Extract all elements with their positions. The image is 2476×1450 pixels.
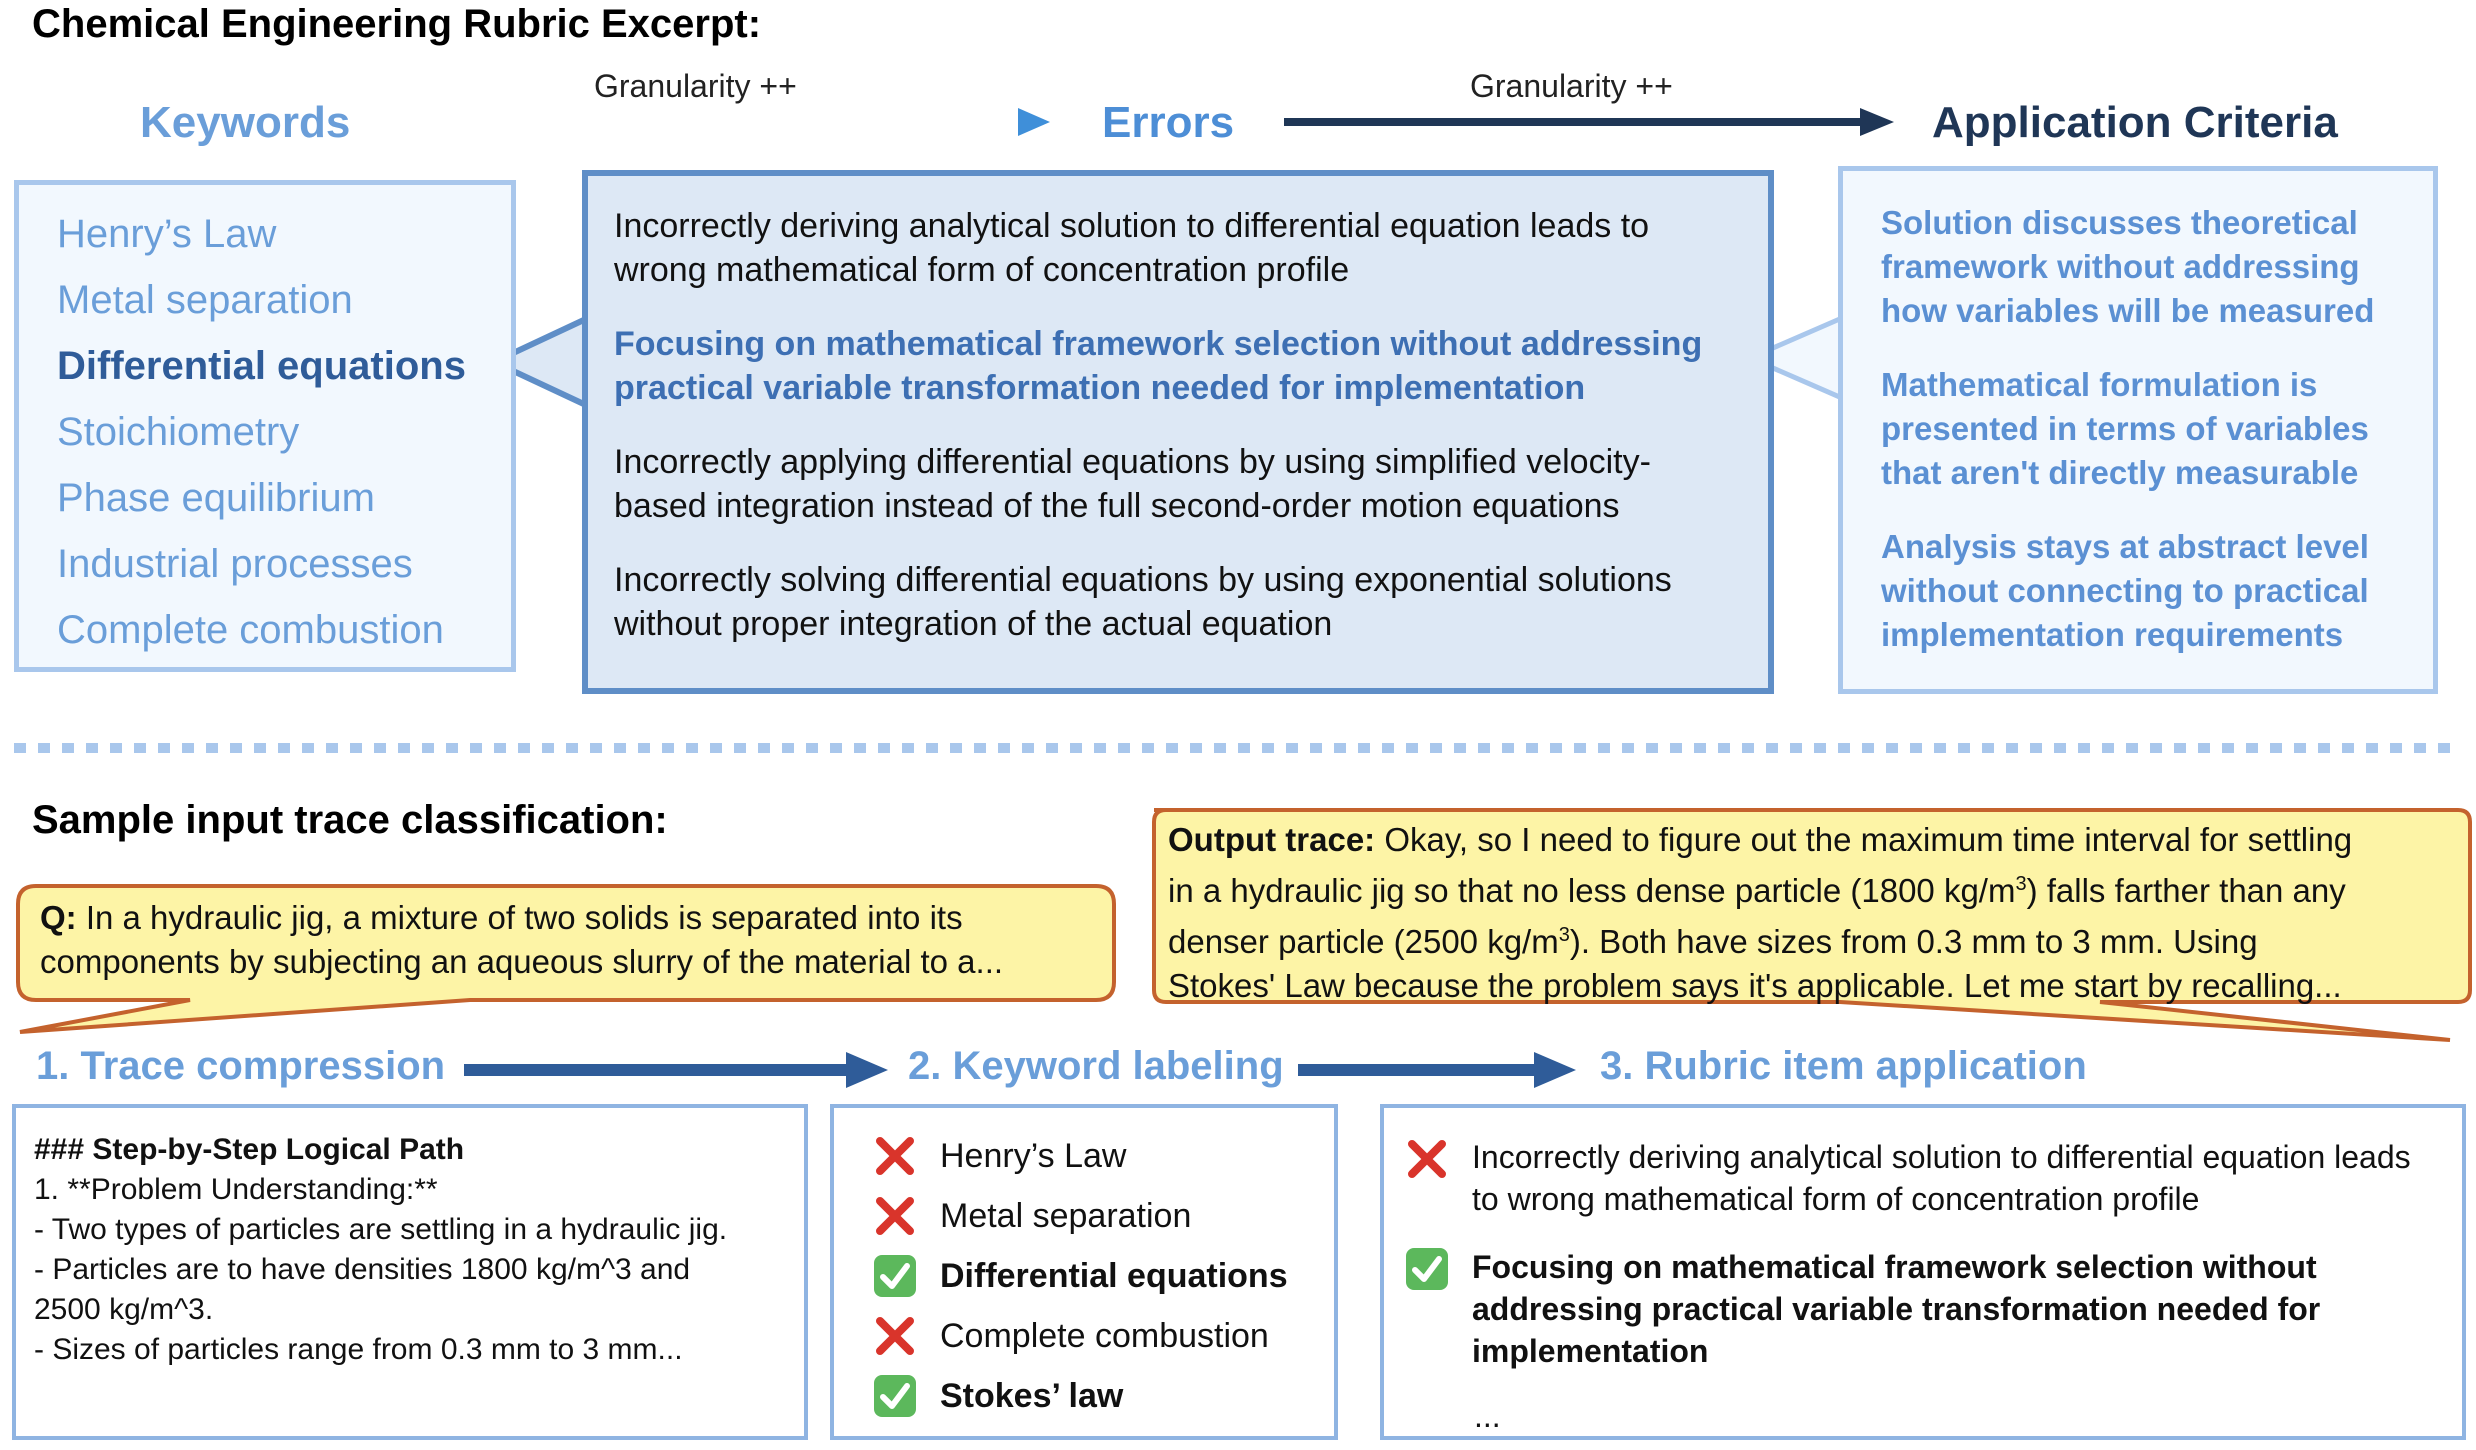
keyword-label-text: Differential equations [940, 1256, 1288, 1295]
keyword-label-row: Differential equations [872, 1246, 1334, 1306]
keyword-item: Phase equilibrium [57, 476, 375, 520]
keyword-item: Differential equations [57, 344, 466, 388]
step-arrowhead-2 [1534, 1052, 1576, 1088]
keywords-heading: Keywords [140, 98, 351, 147]
rubric-title: Chemical Engineering Rubric Excerpt: [32, 2, 762, 46]
check-icon [874, 1375, 916, 1417]
keyword-item: Complete combustion [57, 608, 444, 652]
output-trace-line-2a: in a hydraulic jig so that no less dense… [1168, 872, 2016, 909]
check-icon [874, 1255, 916, 1297]
trace-line: - Two types of particles are settling in… [34, 1213, 728, 1246]
output-trace-sup-1: 3 [2015, 873, 2027, 895]
output-trace-line-3a: denser particle (2500 kg/m [1168, 923, 1559, 960]
granularity-label-2: Granularity ++ [1470, 68, 1673, 104]
question-bubble [16, 884, 1116, 1034]
error-item: Incorrectly applying differential equati… [614, 443, 1651, 525]
trace-lines: 1. **Problem Understanding:** - Two types… [34, 1170, 804, 1370]
keyword-label-text: Stokes’ law [940, 1376, 1124, 1415]
rubric-application-list: Incorrectly deriving analytical solution… [1384, 1108, 2462, 1372]
question-text: Q: In a hydraulic jig, a mixture of two … [40, 896, 1100, 984]
section2-title: Sample input trace classification: [32, 798, 668, 842]
keyword-item: Metal separation [57, 278, 353, 322]
rubric-application-box: Incorrectly deriving analytical solution… [1380, 1104, 2466, 1440]
keyword-item: Stoichiometry [57, 410, 300, 454]
step-3-title: 3. Rubric item application [1600, 1044, 2087, 1088]
output-trace-label: Output trace: [1168, 821, 1376, 858]
criteria-item: Mathematical formulation is presented in… [1881, 366, 2369, 491]
trace-line: - Sizes of particles range from 0.3 mm t… [34, 1333, 683, 1366]
granularity-label-1: Granularity ++ [594, 68, 797, 104]
errors-box: Incorrectly deriving analytical solution… [582, 170, 1774, 694]
keyword-label-row: Henry’s Law [872, 1126, 1334, 1186]
rubric-application-row: Focusing on mathematical framework selec… [1404, 1246, 2442, 1372]
trace-line: 2500 kg/m^3. [34, 1293, 214, 1326]
trace-line: - Particles are to have densities 1800 k… [34, 1253, 691, 1286]
step-arrowhead-1 [846, 1052, 888, 1088]
step-1-title: 1. Trace compression [36, 1044, 446, 1088]
criteria-item: Analysis stays at abstract level without… [1881, 528, 2369, 653]
question-label: Q: [40, 899, 77, 936]
errors-heading: Errors [1102, 98, 1235, 147]
keyword-label-text: Complete combustion [940, 1316, 1269, 1355]
question-line-1: In a hydraulic jig, a mixture of two sol… [76, 899, 963, 936]
check-icon [1406, 1248, 1448, 1290]
cross-icon [876, 1137, 914, 1175]
trace-compression-box: ### Step-by-Step Logical Path 1. **Probl… [12, 1104, 808, 1440]
question-line-2: components by subjecting an aqueous slur… [40, 943, 1004, 980]
keyword-label-text: Metal separation [940, 1196, 1192, 1235]
keyword-label-row: Stokes’ law [872, 1366, 1334, 1426]
keyword-label-row: Complete combustion [872, 1306, 1334, 1366]
output-trace-text: Output trace: Okay, so I need to figure … [1168, 818, 2458, 1008]
criteria-box: Solution discusses theoretical framework… [1838, 166, 2438, 694]
cross-icon [876, 1317, 914, 1355]
output-trace-line-3b: ). Both have sizes from 0.3 mm to 3 mm. … [1569, 923, 2258, 960]
criteria-item: Solution discusses theoretical framework… [1881, 204, 2375, 329]
keyword-item: Industrial processes [57, 542, 413, 586]
rubric-application-text: Incorrectly deriving analytical solution… [1472, 1139, 2411, 1217]
step-2-title: 2. Keyword labeling [908, 1044, 1284, 1088]
output-trace-bubble [1152, 808, 2472, 1042]
cross-icon [876, 1197, 914, 1235]
error-item: Focusing on mathematical framework selec… [614, 325, 1703, 407]
granularity-arrowhead-1 [1018, 108, 1050, 136]
error-item: Incorrectly solving differential equatio… [614, 561, 1672, 643]
error-item: Incorrectly deriving analytical solution… [614, 207, 1650, 289]
granularity-arrowhead-2 [1860, 108, 1894, 136]
output-trace-sup-2: 3 [1558, 924, 1570, 946]
cross-icon [1408, 1140, 1446, 1178]
rubric-application-row: Incorrectly deriving analytical solution… [1404, 1136, 2442, 1220]
rubric-ellipsis: ... [1474, 1398, 1501, 1434]
keyword-item: Henry’s Law [57, 212, 277, 256]
trace-heading: ### Step-by-Step Logical Path [34, 1133, 465, 1166]
output-trace-line-1: Okay, so I need to figure out the maximu… [1375, 821, 2353, 858]
output-trace-line-4: Stokes' Law because the problem says it'… [1168, 967, 2342, 1004]
errors-list: Incorrectly deriving analytical solution… [588, 176, 1768, 646]
rubric-application-text: Focusing on mathematical framework selec… [1472, 1249, 2321, 1369]
output-trace-line-2b: ) falls farther than any [2026, 872, 2346, 909]
keyword-label-row: Metal separation [872, 1186, 1334, 1246]
criteria-list: Solution discusses theoretical framework… [1843, 171, 2433, 657]
keyword-label-text: Henry’s Law [940, 1136, 1127, 1175]
criteria-heading: Application Criteria [1932, 98, 2338, 147]
trace-line: 1. **Problem Understanding:** [34, 1173, 438, 1206]
